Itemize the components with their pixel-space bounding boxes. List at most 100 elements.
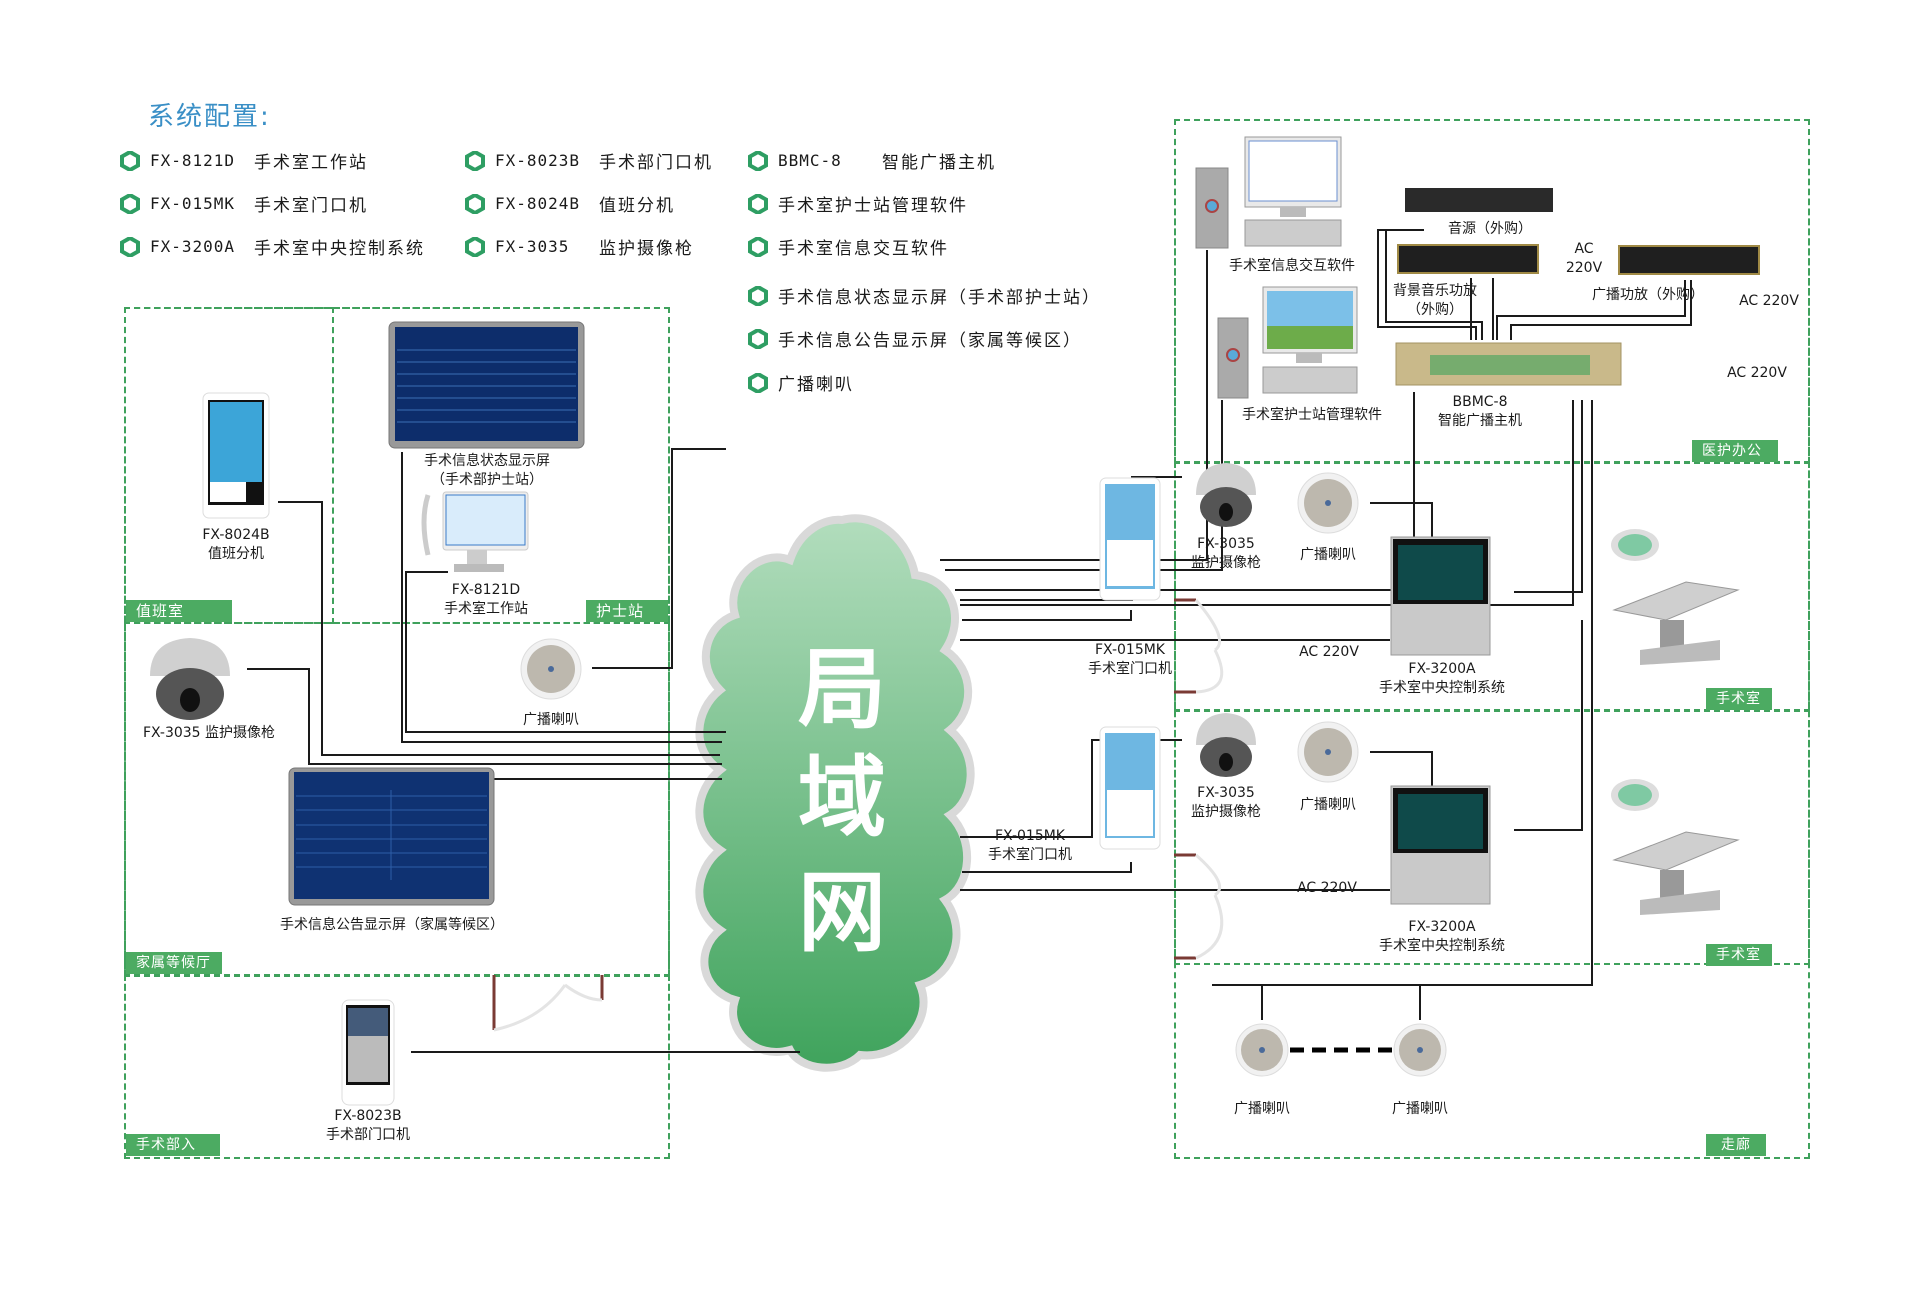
hexagon-bullet-icon	[748, 193, 768, 214]
zone-label-corridor: 走廊	[1706, 1134, 1766, 1156]
legend-item: 手术室信息交互软件	[748, 234, 949, 259]
corridor-speaker-2-device[interactable]	[1393, 1023, 1447, 1077]
wire-or2-speaker	[1370, 751, 1433, 792]
wire-duty-ext	[278, 501, 720, 756]
legend-item: 手术信息公告显示屏（家属等候区）	[748, 326, 1082, 351]
legend-desc: 手术室护士站管理软件	[778, 196, 968, 216]
label-corridor-spk2: 广播喇叭	[1392, 1101, 1448, 1117]
zone-label-or1: 手术室1	[1706, 688, 1772, 729]
or2-speaker-device[interactable]	[1297, 721, 1359, 783]
lan-label-3: 网	[797, 861, 886, 964]
wire-or1-door	[962, 610, 1132, 621]
label-or1-spk: 广播喇叭	[1300, 547, 1356, 563]
legend-model: FX-8024B	[495, 194, 581, 213]
label-or2-spk: 广播喇叭	[1300, 797, 1356, 813]
door-markers	[492, 598, 1196, 1030]
or2-control-device[interactable]	[1390, 785, 1491, 905]
zone-label-or2: 手术室2	[1706, 944, 1772, 985]
hexagon-bullet-icon	[748, 372, 768, 393]
workstation-device[interactable]	[421, 491, 529, 572]
wire-or1-speaker	[1370, 502, 1433, 540]
label-ac-bg: AC 220V	[1565, 241, 1603, 276]
legend-desc: 手术信息公告显示屏（家属等候区）	[778, 331, 1082, 351]
entrance-door-device[interactable]	[341, 999, 395, 1106]
label-or1-ctrl: FX-3200A 手术室中央控制系统	[1379, 661, 1505, 696]
wire-camera-left	[247, 668, 722, 765]
legend-model: FX-3200A	[150, 237, 236, 256]
label-status-screen: 手术信息状态显示屏 （手术部护士站）	[424, 453, 550, 488]
door-swings	[493, 599, 1224, 1032]
wire-info-sw	[940, 250, 1208, 561]
or1-door-device[interactable]	[1099, 477, 1161, 601]
or1-table	[1612, 581, 1740, 665]
legend-model: FX-8121D	[150, 151, 236, 170]
legend-desc: 智能广播主机	[882, 153, 996, 173]
or1-camera-device[interactable]	[1196, 463, 1256, 527]
info-software-pc[interactable]	[1195, 136, 1342, 249]
bbmc-device[interactable]	[1395, 342, 1622, 386]
legend-item: 手术室护士站管理软件	[748, 191, 968, 216]
hexagon-bullet-icon	[120, 150, 140, 171]
or1-speaker-device[interactable]	[1297, 472, 1359, 534]
wire-audio-src-2	[1385, 229, 1483, 340]
hexagon-bullet-icon	[748, 150, 768, 171]
label-or1-cam: FX-3035 监护摄像枪	[1191, 536, 1261, 571]
wire-or2-door	[962, 862, 1132, 873]
zone-label-nurse-station: 护士站	[586, 600, 668, 622]
wire-bc-amp	[1496, 280, 1686, 340]
legend-desc: 手术室门口机	[254, 196, 368, 216]
or2-table	[1612, 831, 1740, 915]
hexagon-bullet-icon	[465, 193, 485, 214]
legend-desc: 监护摄像枪	[599, 239, 694, 259]
label-or2-cam: FX-3035 监护摄像枪	[1191, 785, 1261, 820]
legend-desc: 手术信息状态显示屏（手术部护士站）	[778, 288, 1101, 308]
label-corridor-spk1: 广播喇叭	[1234, 1101, 1290, 1117]
wire-or2-ctrl-bc	[1514, 620, 1583, 831]
or2-lamp	[1611, 779, 1659, 811]
hexagon-bullet-icon	[465, 150, 485, 171]
or1-control-device[interactable]	[1390, 536, 1491, 656]
zone-or2	[1174, 710, 1810, 965]
hexagon-bullet-icon	[748, 285, 768, 306]
label-or2-door: FX-015MK 手术室门口机	[988, 828, 1072, 863]
legend-model: FX-3035	[495, 237, 570, 256]
duty-extension-device[interactable]	[202, 392, 270, 519]
speaker-nurse-device[interactable]	[520, 638, 582, 700]
hexagon-bullet-icon	[748, 236, 768, 257]
wire-status-screen	[401, 452, 722, 743]
label-info-sw: 手术室信息交互软件	[1229, 258, 1355, 274]
label-bc-amp: 广播功放（外购）	[1592, 287, 1704, 303]
wire-corridor	[1212, 400, 1593, 986]
notice-screen-device[interactable]	[288, 767, 495, 906]
legend-desc: 手术室工作站	[254, 153, 368, 173]
camera-left-device[interactable]	[150, 638, 230, 720]
lan-label-2: 域	[797, 746, 886, 849]
zone-label-entrance: 手术部入口	[126, 1134, 220, 1175]
corridor-speaker-1-device[interactable]	[1235, 1023, 1289, 1077]
legend-desc: 值班分机	[599, 196, 675, 216]
label-workstation: FX-8121D 手术室工作站	[444, 582, 528, 617]
or2-door-device[interactable]	[1099, 726, 1161, 850]
wire-speaker-nurse	[592, 448, 726, 669]
status-screen-device[interactable]	[388, 321, 585, 449]
bg-amp-device[interactable]	[1397, 244, 1539, 274]
bc-amp-device[interactable]	[1618, 245, 1760, 275]
label-speaker-nurse: 广播喇叭	[523, 712, 579, 728]
legend-model: BBMC-8	[778, 151, 842, 170]
legend-model: FX-8023B	[495, 151, 581, 170]
or2-camera-device[interactable]	[1196, 713, 1256, 777]
system-config-title: 系统配置:	[148, 102, 271, 132]
nurse-software-pc[interactable]	[1217, 286, 1358, 399]
hexagon-bullet-icon	[748, 328, 768, 349]
label-or2-ac: AC 220V	[1297, 880, 1357, 896]
audio-source-device[interactable]	[1405, 188, 1553, 212]
label-camera-left: FX-3035 监护摄像枪	[142, 725, 276, 741]
legend-item: BBMC-8 智能广播主机	[748, 148, 996, 173]
legend-model: FX-015MK	[150, 194, 236, 213]
zone-label-family-waiting: 家属等候厅	[126, 952, 222, 974]
zone-entrance	[124, 975, 670, 1159]
hexagon-bullet-icon	[465, 236, 485, 257]
label-notice-screen: 手术信息公告显示屏（家属等候区）	[280, 917, 504, 933]
